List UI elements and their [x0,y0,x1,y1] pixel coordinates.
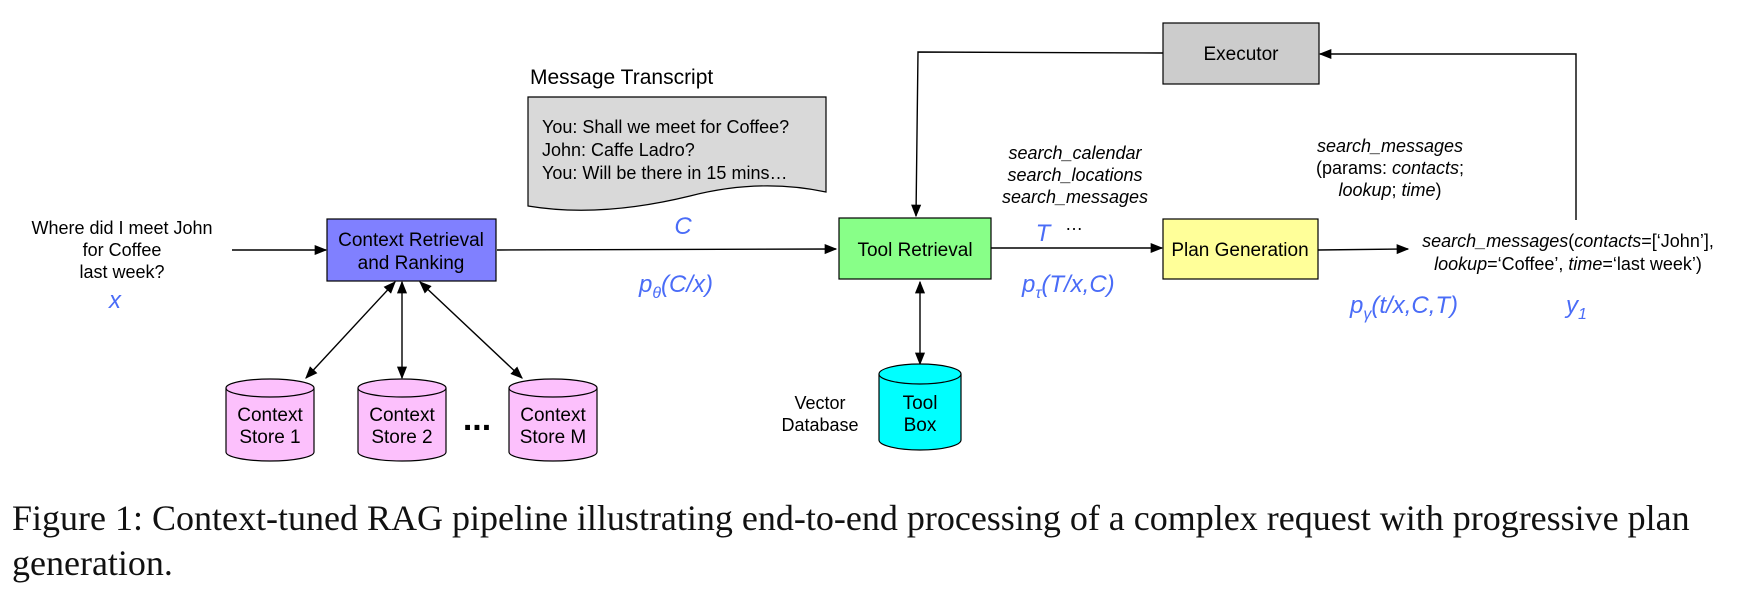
context-store-m: Context Store M [508,378,598,462]
svg-text:Context: Context [520,405,586,426]
svg-text:search_locations: search_locations [1007,165,1142,185]
connector-arrows [232,48,1577,380]
svg-text:lookup=‘Coffee’, time=‘last we: lookup=‘Coffee’, time=‘last week’) [1434,254,1702,274]
svg-text:Context: Context [237,405,303,426]
pipeline-diagram: Where did I meet John for Coffee last we… [31,22,1714,462]
arrow-output-to-executor [1318,48,1577,220]
svg-text:Store 2: Store 2 [371,427,432,448]
svg-text:search_messages(contacts=[‘Joh: search_messages(contacts=[‘John’], [1422,231,1714,251]
query-variable: x [108,287,122,314]
figure-caption: Figure 1: Context-tuned RAG pipeline ill… [12,498,1690,583]
arrow-plan-to-output [1317,244,1410,255]
svg-text:Context: Context [369,405,435,426]
svg-text:John: Caffe Ladro?: John: Caffe Ladro? [542,140,695,160]
tools-variable: T [1036,220,1053,247]
svg-text:for Coffee: for Coffee [83,240,162,260]
svg-text:Box: Box [904,415,937,436]
arrow-storem [419,281,523,379]
p-gamma-formula: pγ(t/x,C,T) [1349,292,1458,323]
svg-text:Tool: Tool [903,393,938,414]
arrow-store1 [305,281,396,379]
svg-text:search_messages: search_messages [1317,136,1463,156]
tools-ellipsis: … [1065,214,1083,234]
svg-text:and Ranking: and Ranking [358,253,465,274]
svg-text:last week?: last week? [79,262,164,282]
plan-tool-params: search_messages (params: contacts; looku… [1316,136,1464,200]
stores-ellipsis: ... [463,400,491,438]
svg-text:search_messages: search_messages [1002,187,1148,207]
svg-text:Plan Generation: Plan Generation [1171,240,1308,261]
transcript-variable: C [674,213,692,240]
transcript-title: Message Transcript [530,66,713,89]
retrieved-tools-list: search_calendar search_locations search_… [1002,143,1148,207]
message-transcript: You: Shall we meet for Coffee? John: Caf… [527,96,827,211]
context-retrieval-box: Context Retrieval and Ranking [326,218,497,282]
executor-box: Executor [1162,22,1320,85]
arrow-retrieval-to-tool [496,243,838,255]
svg-text:search_calendar: search_calendar [1008,143,1142,163]
arrow-executor-to-tool [911,51,1164,218]
svg-text:Context Retrieval: Context Retrieval [338,230,484,251]
svg-text:You: Shall we meet for Coffee?: You: Shall we meet for Coffee? [542,117,789,137]
svg-text:lookup; time): lookup; time) [1338,180,1441,200]
toolbox-cylinder: Tool Box [878,363,962,451]
svg-text:(params: contacts;: (params: contacts; [1316,158,1464,178]
context-store-1: Context Store 1 [225,378,315,462]
p-tau-formula: pτ(T/x,C) [1021,271,1115,302]
svg-text:Store 1: Store 1 [239,427,300,448]
svg-text:Where did I meet John: Where did I meet John [31,218,212,238]
svg-text:Vector: Vector [794,393,845,413]
svg-text:Database: Database [781,415,858,435]
vector-database-label: Vector Database [781,393,858,435]
p-theta-formula: pθ(C/x) [638,271,713,302]
plan-generation-box: Plan Generation [1162,218,1319,280]
svg-text:Tool Retrieval: Tool Retrieval [857,240,972,261]
tool-retrieval-box: Tool Retrieval [838,217,992,280]
svg-text:You: Will be there in 15 mins…: You: Will be there in 15 mins… [542,163,787,183]
context-store-2: Context Store 2 [357,378,447,462]
svg-text:Executor: Executor [1204,44,1280,65]
output-variable: y1 [1564,292,1587,323]
query-text: Where did I meet John for Coffee last we… [31,218,212,282]
plan-output: search_messages(contacts=[‘John’], looku… [1422,231,1714,274]
svg-text:Store M: Store M [520,427,587,448]
